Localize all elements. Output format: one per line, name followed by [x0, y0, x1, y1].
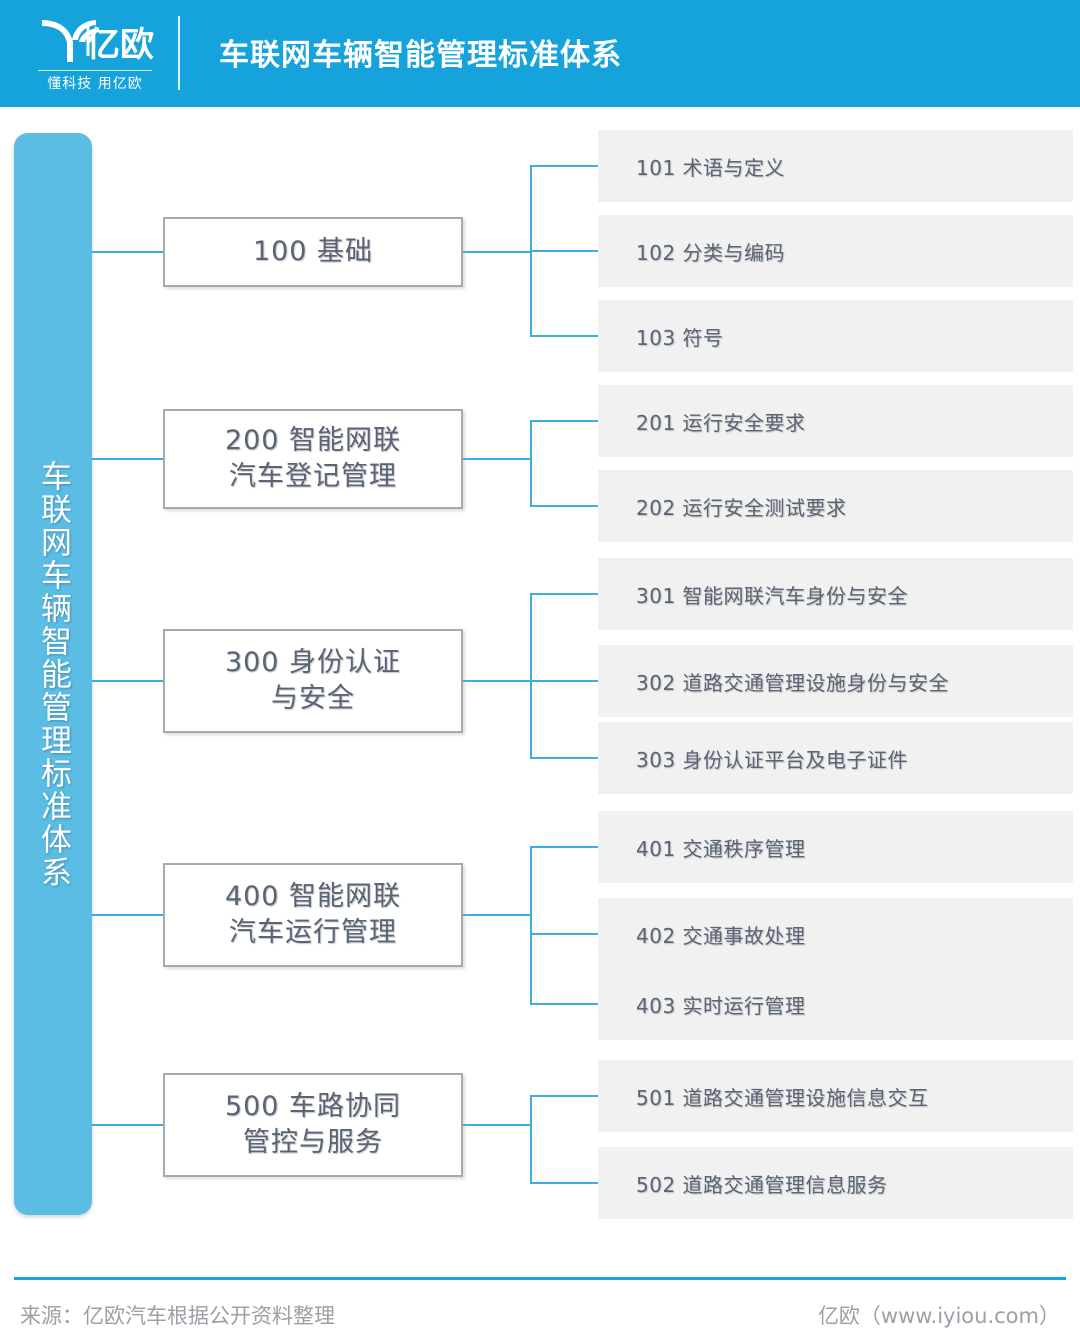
leaf-node-103[interactable]: 103 符号 — [598, 300, 1073, 372]
connector-trunk-to-201 — [530, 420, 598, 422]
leaf-node-label: 102 分类与编码 — [636, 240, 786, 265]
connector-trunk-to-501 — [530, 1095, 598, 1097]
connector-trunk-to-301 — [530, 593, 598, 595]
connector-trunk-to-101 — [530, 165, 598, 167]
trunk-line-500 — [530, 1095, 532, 1184]
connector-branch-100-to-trunk — [463, 251, 532, 253]
connector-root-to-branch-400 — [92, 914, 163, 916]
connector-trunk-to-502 — [530, 1182, 598, 1184]
connector-trunk-to-302 — [530, 680, 598, 682]
leaf-node-301[interactable]: 301 智能网联汽车身份与安全 — [598, 558, 1073, 630]
branch-node-label: 400 智能网联 汽车运行管理 — [224, 881, 402, 948]
leaf-node-403[interactable]: 403 实时运行管理 — [598, 968, 1073, 1040]
footer-source-text: 来源：亿欧汽车根据公开资料整理 — [20, 1304, 335, 1328]
root-node: 车联网车辆智能管理标准体系 — [14, 133, 92, 1215]
connector-trunk-to-102 — [530, 250, 598, 252]
leaf-node-201[interactable]: 201 运行安全要求 — [598, 385, 1073, 457]
trunk-line-400 — [530, 846, 532, 1005]
leaf-node-label: 202 运行安全测试要求 — [636, 495, 847, 520]
leaf-node-label: 103 符号 — [636, 325, 724, 350]
leaf-node-202[interactable]: 202 运行安全测试要求 — [598, 470, 1073, 542]
trunk-line-200 — [530, 420, 532, 507]
leaf-node-102[interactable]: 102 分类与编码 — [598, 215, 1073, 287]
branch-node-100[interactable]: 100 基础 — [163, 217, 463, 287]
leaf-node-303[interactable]: 303 身份认证平台及电子证件 — [598, 722, 1073, 794]
branch-node-label: 500 车路协同 管控与服务 — [224, 1091, 402, 1158]
brand-tagline: 懂科技 用亿欧 — [47, 76, 143, 92]
leaf-node-label: 403 实时运行管理 — [636, 993, 806, 1018]
connector-branch-400-to-trunk — [463, 914, 532, 916]
connector-root-to-branch-200 — [92, 458, 163, 460]
logo-divider-line — [38, 70, 152, 71]
leaf-node-label: 101 术语与定义 — [636, 155, 786, 180]
leaf-node-label: 402 交通事故处理 — [636, 923, 806, 948]
svg-text:亿欧: 亿欧 — [86, 25, 154, 65]
connector-branch-200-to-trunk — [463, 458, 532, 460]
page-header: 亿欧 懂科技 用亿欧 车联网车辆智能管理标准体系 — [0, 0, 1080, 107]
connector-root-to-branch-300 — [92, 680, 163, 682]
header-vertical-divider — [178, 16, 180, 90]
brand-logo: 亿欧 懂科技 用亿欧 — [36, 14, 156, 94]
leaf-node-label: 201 运行安全要求 — [636, 410, 806, 435]
connector-trunk-to-403 — [530, 1003, 598, 1005]
branch-node-300[interactable]: 300 身份认证 与安全 — [163, 629, 463, 733]
connector-trunk-to-103 — [530, 335, 598, 337]
leaf-node-label: 401 交通秩序管理 — [636, 836, 806, 861]
leaf-node-label: 302 道路交通管理设施身份与安全 — [636, 670, 950, 695]
connector-branch-500-to-trunk — [463, 1124, 532, 1126]
connector-root-to-branch-500 — [92, 1124, 163, 1126]
leaf-node-label: 303 身份认证平台及电子证件 — [636, 747, 909, 772]
connector-trunk-to-202 — [530, 505, 598, 507]
leaf-node-label: 502 道路交通管理信息服务 — [636, 1172, 888, 1197]
branch-node-label: 100 基础 — [252, 236, 374, 267]
page-title: 车联网车辆智能管理标准体系 — [219, 38, 622, 73]
leaf-node-501[interactable]: 501 道路交通管理设施信息交互 — [598, 1060, 1073, 1132]
branch-node-500[interactable]: 500 车路协同 管控与服务 — [163, 1073, 463, 1177]
leaf-node-502[interactable]: 502 道路交通管理信息服务 — [598, 1147, 1073, 1219]
footer-site-text: 亿欧（www.iyiou.com） — [817, 1304, 1060, 1328]
leaf-node-302[interactable]: 302 道路交通管理设施身份与安全 — [598, 645, 1073, 717]
connector-trunk-to-402 — [530, 933, 598, 935]
root-node-label: 车联网车辆智能管理标准体系 — [35, 459, 71, 889]
leaf-node-401[interactable]: 401 交通秩序管理 — [598, 811, 1073, 883]
connector-trunk-to-401 — [530, 846, 598, 848]
branch-node-label: 300 身份认证 与安全 — [224, 647, 402, 714]
trunk-line-300 — [530, 593, 532, 759]
footer-divider — [14, 1277, 1066, 1280]
leaf-node-402[interactable]: 402 交通事故处理 — [598, 898, 1073, 970]
branch-node-label: 200 智能网联 汽车登记管理 — [224, 425, 402, 492]
branch-node-400[interactable]: 400 智能网联 汽车运行管理 — [163, 863, 463, 967]
connector-branch-300-to-trunk — [463, 680, 532, 682]
connector-root-to-branch-100 — [92, 251, 163, 253]
leaf-node-label: 501 道路交通管理设施信息交互 — [636, 1085, 929, 1110]
leaf-node-label: 301 智能网联汽车身份与安全 — [636, 583, 909, 608]
branch-node-200[interactable]: 200 智能网联 汽车登记管理 — [163, 409, 463, 509]
yiou-logo-icon: 亿欧 — [42, 20, 154, 65]
connector-trunk-to-303 — [530, 757, 598, 759]
leaf-node-101[interactable]: 101 术语与定义 — [598, 130, 1073, 202]
